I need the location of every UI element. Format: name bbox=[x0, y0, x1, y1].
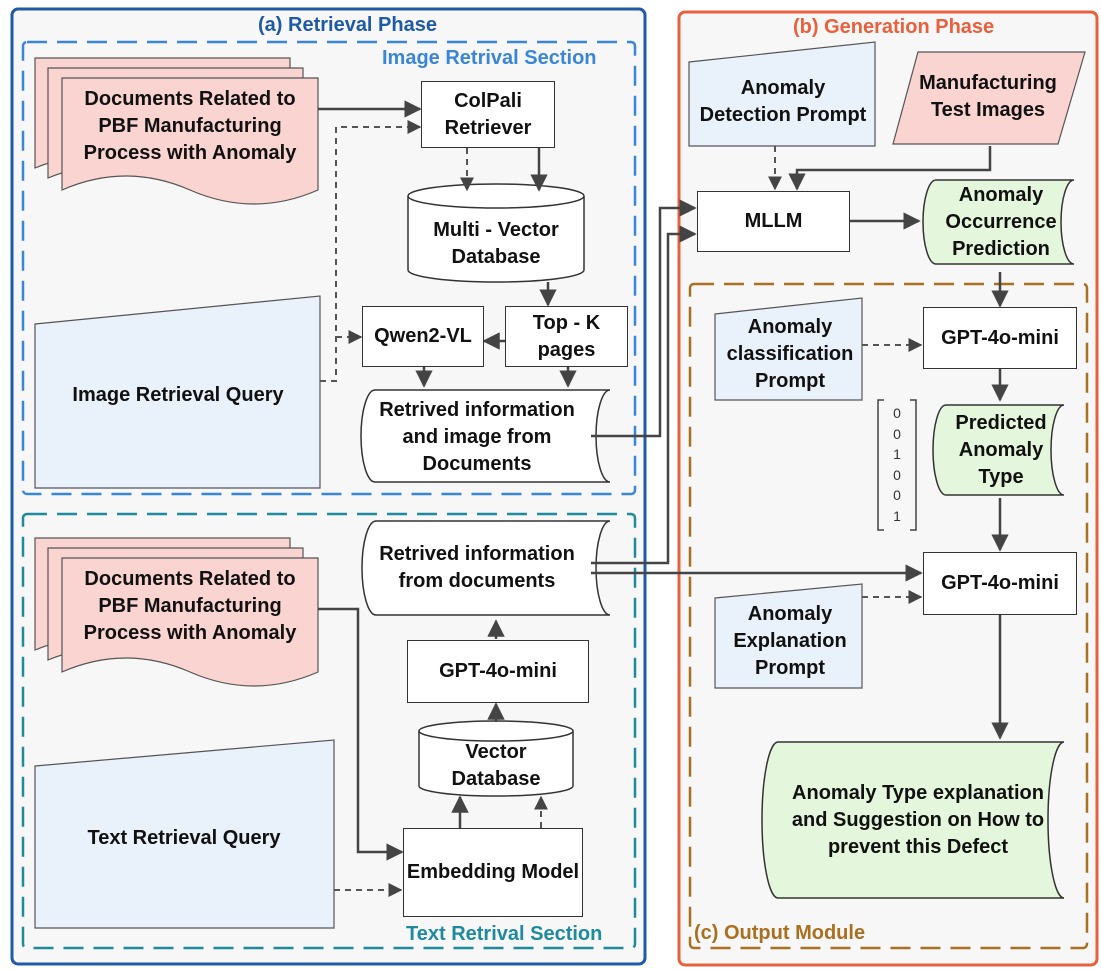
vector-bracket-right bbox=[910, 399, 917, 531]
solid-connectors bbox=[318, 100, 1009, 861]
test-images-node: Manufacturing Test Images bbox=[919, 72, 1057, 121]
retrived-text-info-shape bbox=[361, 520, 611, 616]
image-section-title: Image Retrival Section bbox=[382, 47, 597, 69]
documents-text-node: Documents Related to PBF Manufacturing P… bbox=[83, 567, 297, 644]
predicted-type-shape bbox=[932, 404, 1065, 496]
output-module-title: (c) Output Module bbox=[694, 922, 866, 944]
retrived-image-info-node: Retrived information and image from Docu… bbox=[379, 398, 575, 475]
occurrence-shape bbox=[922, 179, 1075, 265]
image-retrieval-section-box bbox=[21, 40, 637, 496]
text-section-title: Text Retrival Section bbox=[406, 923, 603, 945]
classification-prompt-node: Anomaly classification Prompt bbox=[726, 315, 854, 392]
colpali-retriever-node: ColPali Retriever bbox=[421, 81, 555, 148]
image-query-node: Image Retrieval Query bbox=[72, 383, 284, 406]
detection-prompt-shape bbox=[688, 41, 876, 147]
retrived-text-info-node: Retrived information from documents bbox=[379, 543, 575, 592]
explanation-prompt-shape bbox=[714, 583, 863, 689]
image-query-shape bbox=[34, 295, 321, 489]
final-output-node: Anomaly Type explanation and Suggestion … bbox=[791, 781, 1045, 858]
vector-bracket-left bbox=[877, 399, 884, 531]
topk-pages-node: Top - K pages bbox=[505, 306, 628, 367]
retrived-image-info-shape bbox=[360, 389, 611, 483]
classification-prompt-shape bbox=[714, 297, 863, 401]
detection-prompt-node: Anomaly Detection Prompt bbox=[699, 77, 867, 126]
text-query-shape bbox=[34, 739, 335, 929]
vector-digit: 0 bbox=[893, 405, 901, 421]
vector-db-node: Vector Database bbox=[451, 741, 541, 790]
test-images-shape bbox=[892, 51, 1086, 145]
documents-image-node: Documents Related to PBF Manufacturing P… bbox=[83, 87, 297, 164]
explanation-prompt-node: Anomaly Explanation Prompt bbox=[733, 602, 847, 679]
vector-digit: 0 bbox=[893, 487, 901, 503]
final-output-shape bbox=[761, 741, 1065, 899]
output-module-box bbox=[688, 282, 1089, 950]
gpt-classify-node: GPT-4o-mini bbox=[923, 307, 1077, 369]
embedding-model-node: Embedding Model bbox=[403, 828, 583, 917]
vector-digit: 1 bbox=[893, 446, 901, 462]
predicted-type-node: Predicted Anomaly Type bbox=[955, 411, 1047, 488]
documents-stack-image bbox=[34, 57, 319, 205]
retrieval-phase-title: (a) Retrieval Phase bbox=[258, 14, 437, 36]
text-query-node: Text Retrieval Query bbox=[87, 826, 281, 849]
documents-stack-text bbox=[34, 537, 319, 687]
vector-digit: 0 bbox=[893, 466, 901, 483]
qwen-node: Qwen2-VL bbox=[362, 306, 484, 367]
gpt-explain-node: GPT-4o-mini bbox=[923, 552, 1077, 615]
vector-digit: 0 bbox=[893, 425, 901, 442]
multivector-db-node: Multi - Vector Database bbox=[433, 219, 559, 268]
binary-vector: 0 0 1 0 0 1 bbox=[887, 403, 907, 526]
dashed-connectors bbox=[320, 120, 923, 897]
occurrence-node: Anomaly Occurrence Prediction bbox=[945, 183, 1057, 260]
mllm-node: MLLM bbox=[697, 191, 850, 252]
vector-digit: 1 bbox=[893, 507, 901, 524]
generation-phase-title: (b) Generation Phase bbox=[793, 16, 995, 38]
text-retrieval-section-box bbox=[21, 512, 637, 950]
gpt-text-node: GPT-4o-mini bbox=[407, 640, 589, 703]
vector-db-shape bbox=[418, 720, 574, 797]
